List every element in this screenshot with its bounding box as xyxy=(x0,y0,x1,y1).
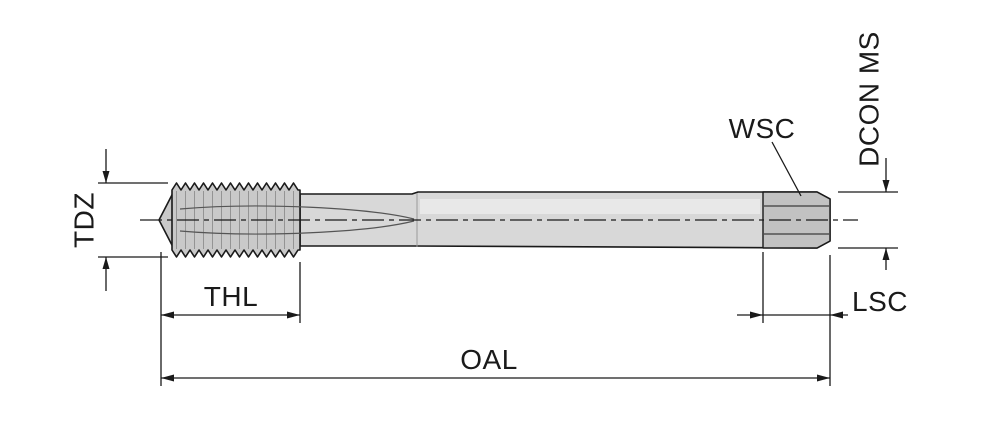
tdz-label: TDZ xyxy=(68,192,99,248)
lsc-arrow-left-icon xyxy=(830,311,843,319)
dcon-arrow-down-icon xyxy=(882,180,890,192)
oal-arrow-left-icon xyxy=(161,374,174,382)
dimension-thl: THL xyxy=(161,262,301,323)
tdz-arrow-up-icon xyxy=(102,257,110,269)
thl-arrow-left-icon xyxy=(161,311,174,319)
flute-curve-bottom xyxy=(179,220,415,235)
flute-curve-top xyxy=(179,205,415,220)
dimension-dcon: DCON MS xyxy=(838,31,898,270)
dimension-lsc: LSC xyxy=(737,252,908,323)
tdz-arrow-down-icon xyxy=(102,171,110,183)
lsc-label: LSC xyxy=(852,286,908,317)
wsc-label: WSC xyxy=(729,113,796,144)
dcon-arrow-up-icon xyxy=(882,248,890,260)
thl-arrow-right-icon xyxy=(287,311,300,319)
oal-arrow-right-icon xyxy=(817,374,830,382)
thl-label: THL xyxy=(204,281,258,312)
dimension-oal: OAL xyxy=(160,252,831,386)
dimension-tdz: TDZ xyxy=(68,149,168,291)
dcon-label: DCON MS xyxy=(853,31,884,167)
lsc-arrow-right-icon xyxy=(750,311,763,319)
oal-label: OAL xyxy=(460,344,518,375)
shank-highlight xyxy=(420,199,760,214)
tap-body xyxy=(140,182,858,258)
wsc-leader-line xyxy=(771,141,802,197)
callout-wsc: WSC xyxy=(729,113,802,197)
